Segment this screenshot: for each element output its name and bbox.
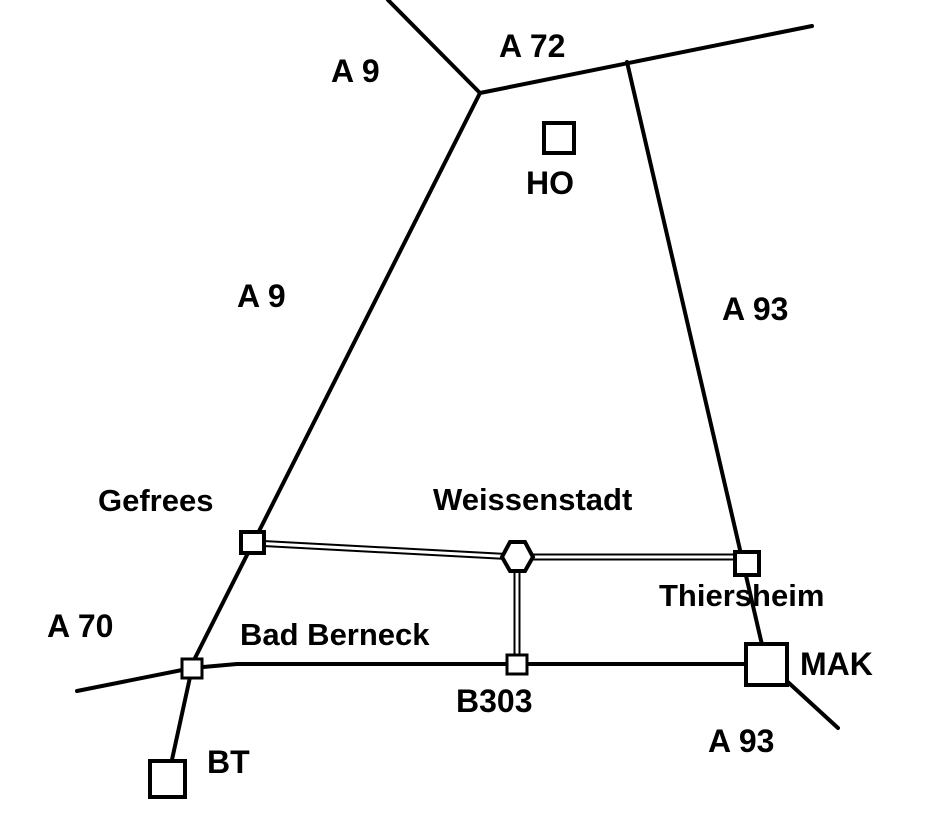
label-a93-top: A 93 xyxy=(722,291,788,327)
label-a72: A 72 xyxy=(499,28,565,64)
thiersheim-marker xyxy=(733,550,761,577)
road-a70 xyxy=(75,662,768,693)
road-a9 xyxy=(190,91,482,666)
bt-marker xyxy=(148,759,187,799)
label-gefrees: Gefrees xyxy=(98,483,213,518)
label-b303: B303 xyxy=(456,683,533,719)
label-weissenstadt: Weissenstadt xyxy=(433,482,632,517)
label-a93-bottom: A 93 xyxy=(708,723,774,759)
minor-road-gefrees-weissenstadt xyxy=(252,539,518,561)
a70-junction-marker xyxy=(180,657,204,680)
mak-marker xyxy=(744,642,789,687)
road-a9-north-segment xyxy=(386,0,482,95)
label-a9-middle: A 9 xyxy=(237,278,286,314)
b303-junction-marker xyxy=(505,653,529,676)
label-a70: A 70 xyxy=(47,608,113,644)
label-ho: HO xyxy=(526,165,574,201)
gefrees-marker xyxy=(239,530,266,555)
weissenstadt-marker xyxy=(499,540,536,573)
label-bt: BT xyxy=(207,744,250,780)
road-a72 xyxy=(478,24,814,95)
label-mak: MAK xyxy=(800,646,873,682)
label-thiersheim: Thiersheim xyxy=(659,578,824,613)
label-a9-top: A 9 xyxy=(331,53,380,89)
label-bad-berneck: Bad Berneck xyxy=(240,617,430,652)
ho-marker xyxy=(542,121,576,155)
